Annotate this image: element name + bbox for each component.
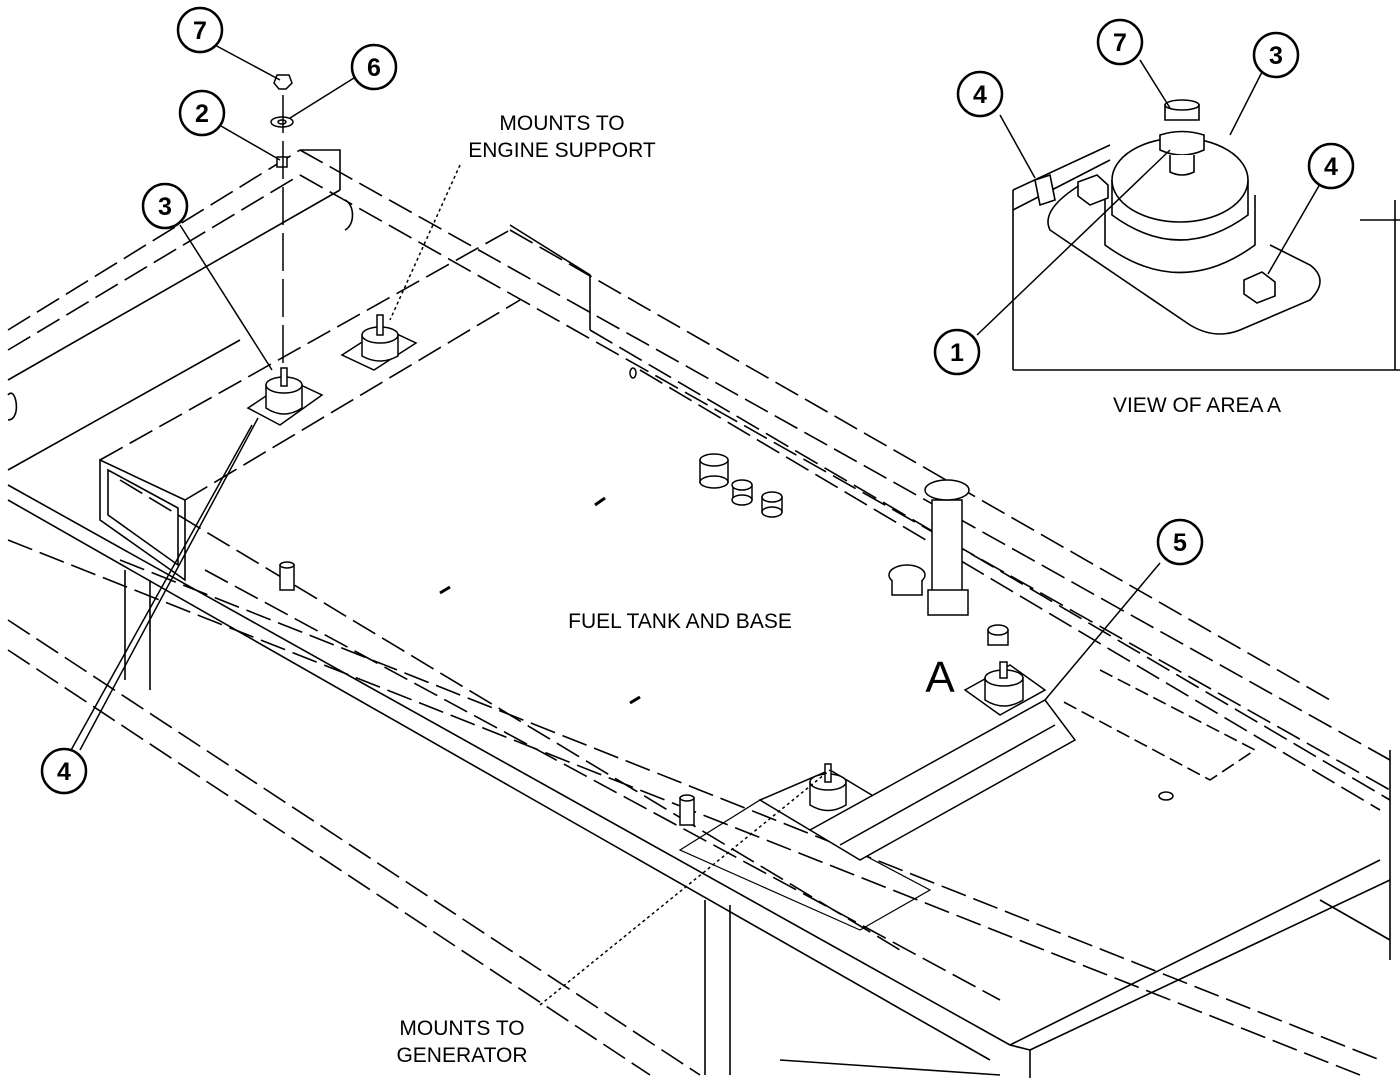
callout-7-inset: 7 (1096, 18, 1144, 66)
leader-lines (69, 43, 1321, 1006)
isolator-gen-a (963, 661, 1047, 716)
tank-fittings (279, 367, 1174, 826)
fitting-plug-2 (731, 479, 753, 506)
callout-6: 6 (350, 43, 398, 91)
callout-3-inset: 3 (1252, 31, 1300, 79)
callout-7-top-text: 7 (193, 17, 207, 45)
nut-hardware (273, 74, 293, 90)
leader-engine-support (389, 164, 461, 321)
callout-5: 5 (1156, 518, 1204, 566)
callout-6-text: 6 (367, 54, 381, 82)
label-generator-line2: GENERATOR (396, 1044, 527, 1067)
isolator-engine-left (246, 367, 324, 426)
callout-4-inset-left-text: 4 (973, 81, 987, 109)
leader-4-inset-right (1267, 183, 1321, 275)
callouts: 7 6 2 3 4 5 4 7 (40, 6, 1355, 795)
isolator-engine-right (340, 314, 418, 371)
generator-bracket (808, 699, 1077, 861)
callout-5-text: 5 (1173, 529, 1187, 557)
plug-right (987, 624, 1009, 646)
leader-5 (1044, 562, 1161, 701)
leader-4-inset-left (999, 114, 1036, 179)
callout-4-inset-right: 4 (1307, 142, 1355, 190)
callout-4-left-text: 4 (57, 758, 71, 786)
callout-7-inset-text: 7 (1113, 29, 1127, 57)
fill-neck (924, 479, 970, 616)
callout-2: 2 (178, 89, 226, 137)
callout-1-inset-text: 1 (950, 339, 964, 367)
leader-generator (539, 769, 831, 1006)
leader-4-left (79, 417, 259, 751)
callout-3-inset-text: 3 (1269, 42, 1283, 70)
label-area-a: A (925, 653, 955, 702)
small-fitting-left (279, 561, 295, 591)
leader-7-top (212, 43, 281, 81)
callout-4-inset-left: 4 (956, 70, 1004, 118)
leader-3-left (179, 224, 273, 371)
small-fitting-bottom (679, 794, 695, 826)
label-fuel-tank: FUEL TANK AND BASE (568, 610, 792, 633)
callout-4-left: 4 (40, 747, 88, 795)
text-labels: MOUNTS TO ENGINE SUPPORT FUEL TANK AND B… (396, 112, 1281, 1067)
fitting-plug-3 (761, 491, 783, 518)
leader-3-inset (1229, 71, 1263, 136)
label-generator-line1: MOUNTS TO (399, 1017, 524, 1040)
leader-7-inset (1139, 59, 1171, 109)
inset-bolt-left (1077, 174, 1109, 206)
vent-hole (629, 367, 637, 379)
callout-2-text: 2 (195, 100, 209, 128)
plug-far-right (1158, 791, 1174, 801)
washer-hole (277, 119, 287, 125)
fitting-plug-1 (699, 453, 729, 489)
leader-4-left-b (69, 424, 253, 753)
callout-1-inset: 1 (933, 328, 981, 376)
callout-3-left-text: 3 (158, 193, 172, 221)
isolator-mounts (246, 314, 1077, 861)
drain-fitting (888, 564, 926, 596)
hardware-stack (270, 74, 294, 370)
callout-3-left: 3 (141, 182, 189, 230)
leader-6 (289, 77, 355, 119)
callout-4-inset-right-text: 4 (1324, 153, 1338, 181)
callout-7-top: 7 (176, 6, 224, 54)
label-view-area: VIEW OF AREA A (1113, 394, 1281, 417)
label-engine-support-line1: MOUNTS TO (499, 112, 624, 135)
inset-bolt-right (1243, 271, 1276, 304)
label-engine-support-line2: ENGINE SUPPORT (468, 139, 656, 162)
leader-1-inset (976, 149, 1171, 336)
leader-2 (220, 125, 281, 161)
inset-view-area-a (1012, 99, 1400, 371)
